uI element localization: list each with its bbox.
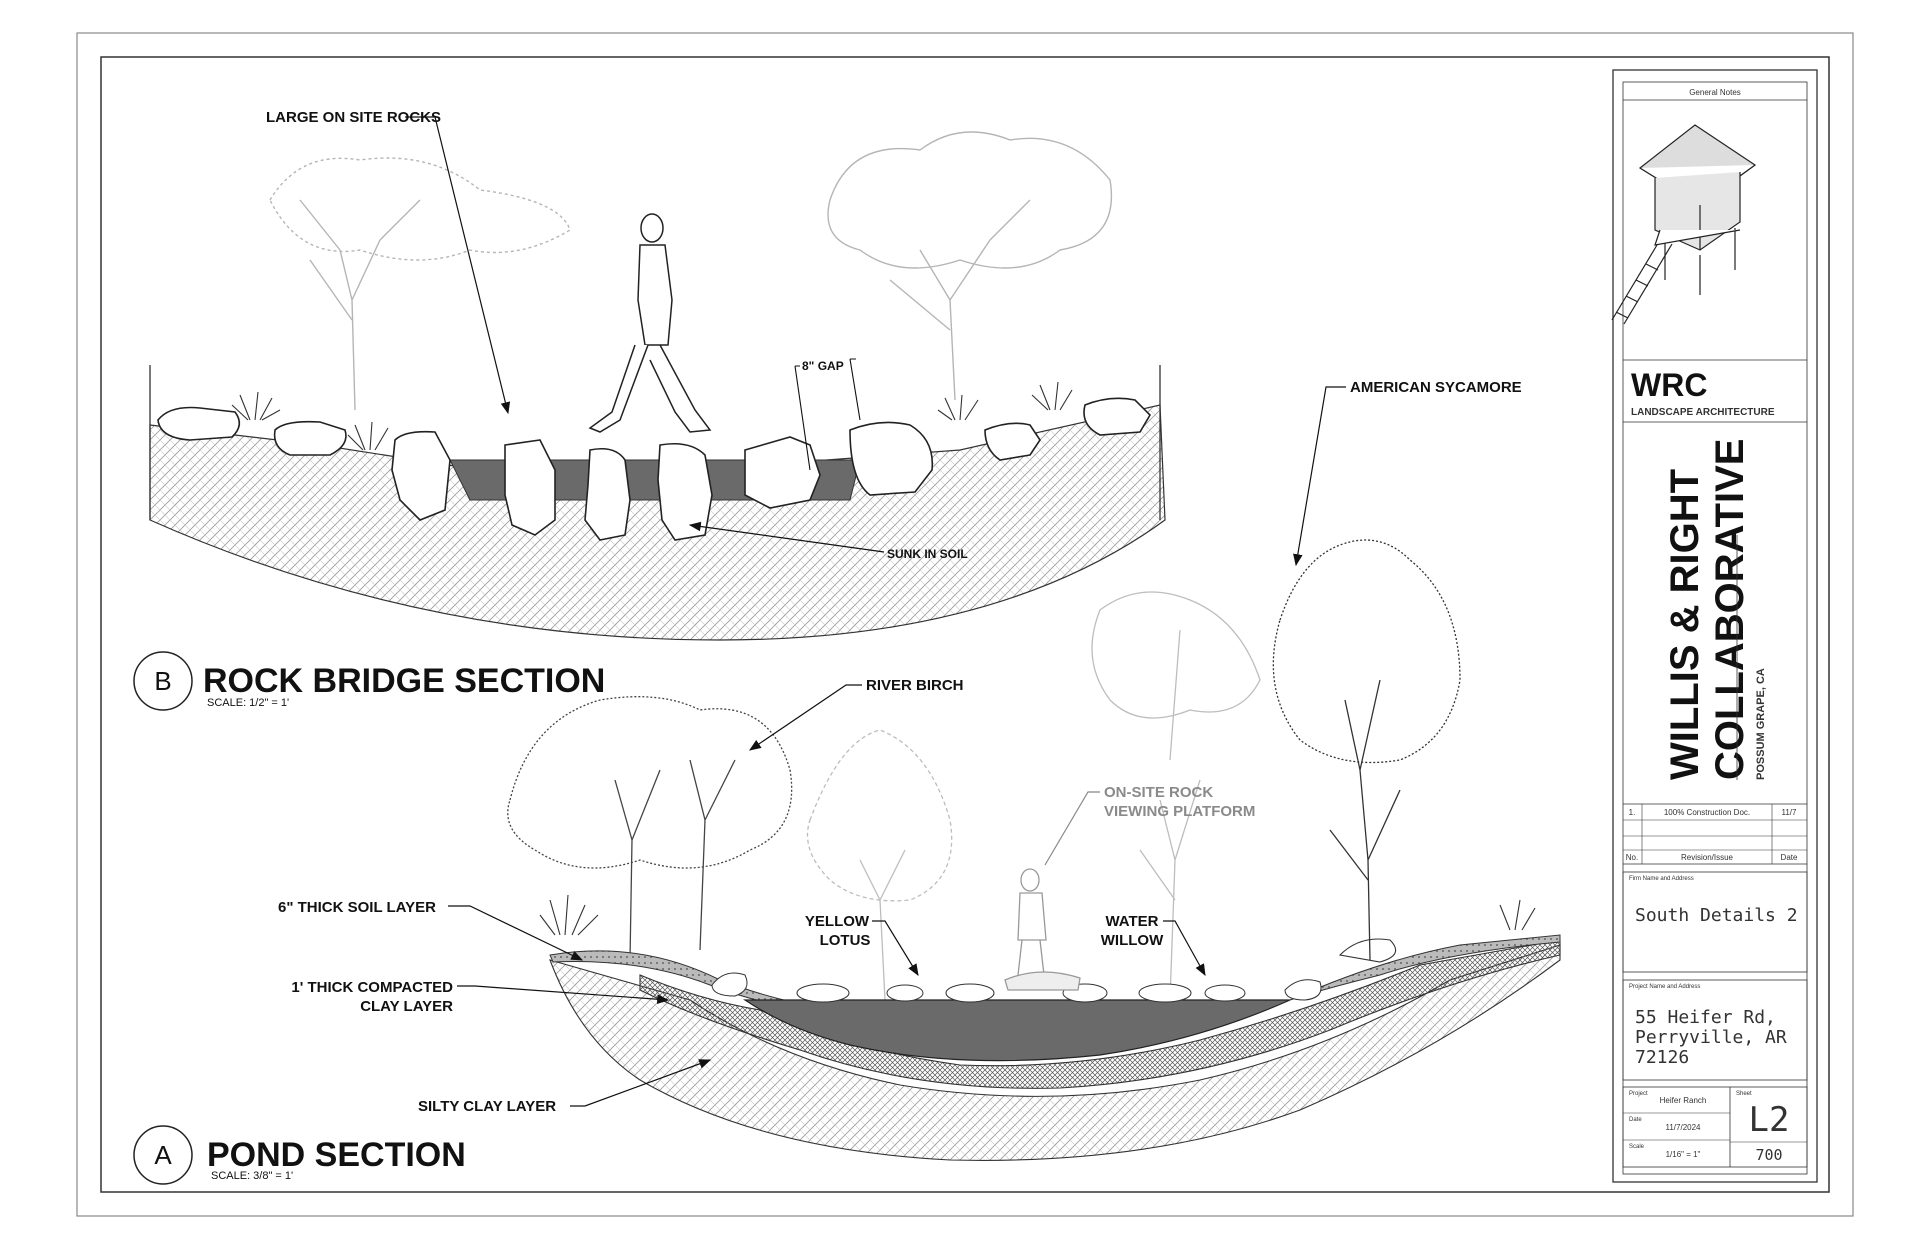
- callout-river-birch: RIVER BIRCH: [866, 677, 964, 694]
- american-sycamore-tree: [1272, 539, 1461, 961]
- address-line1: 55 Heifer Rd,: [1635, 1007, 1776, 1028]
- section-bubble-b-label: B: [154, 666, 171, 696]
- sheet-sub-number: 700: [1755, 1146, 1782, 1164]
- background-trees-pond: [806, 591, 1261, 1001]
- inner-border: [100, 56, 1830, 1193]
- callout-silty-clay: SILTY CLAY LAYER: [418, 1098, 556, 1115]
- callout-soil-layer: 6" THICK SOIL LAYER: [278, 899, 436, 916]
- scale-key: Scale: [1629, 1144, 1645, 1150]
- callout-willow-line2: WILLOW: [1101, 932, 1164, 949]
- pond-section-drawing: [507, 539, 1561, 1161]
- callout-gap: 8" GAP: [802, 359, 844, 373]
- pond-scale: SCALE: 3/8" = 1': [211, 1170, 293, 1182]
- date-key: Date: [1629, 1117, 1642, 1123]
- callout-willow-line1: WATER: [1105, 913, 1158, 930]
- firm-location: POSSUM GRAPE, CA: [1755, 668, 1767, 780]
- title-block: General Notes WRC LANDSCAPE ARCHITECTURE…: [1611, 69, 1818, 1183]
- sheet-number: L2: [1749, 1100, 1790, 1140]
- project-name-address-label: Project Name and Address: [1629, 984, 1700, 990]
- callout-platform-line1: ON-SITE ROCK: [1104, 784, 1213, 801]
- callout-large-rocks: LARGE ON SITE ROCKS: [266, 109, 441, 126]
- firm-name-address-label: Firm Name and Address: [1629, 876, 1694, 882]
- date-value: 11/7/2024: [1666, 1123, 1702, 1132]
- revision-number: 1.: [1629, 808, 1636, 817]
- scale-value: 1/16" = 1": [1666, 1150, 1701, 1159]
- river-birch-tree: [507, 696, 793, 961]
- section-bubble-a: [133, 1125, 193, 1185]
- section-bubble-a-label: A: [154, 1140, 172, 1170]
- project-key: Project: [1629, 1091, 1648, 1097]
- revision-header-no: No.: [1626, 853, 1638, 862]
- rock-bridge-scale: SCALE: 1/2" = 1': [207, 697, 289, 709]
- sheet-key: Sheet: [1736, 1091, 1752, 1097]
- address-line3: 72126: [1635, 1047, 1689, 1068]
- address-line2: Perryville, AR: [1635, 1027, 1787, 1048]
- callout-lotus-line1: YELLOW: [805, 913, 870, 930]
- callout-lotus-line2: LOTUS: [820, 932, 871, 949]
- pond-callouts: AMERICAN SYCAMORE RIVER BIRCH ON-SITE RO…: [278, 379, 1522, 1115]
- wrc-subtitle: LANDSCAPE ARCHITECTURE: [1631, 407, 1775, 418]
- sheet-title: South Details 2: [1635, 905, 1798, 926]
- treehouse-logo-icon: [1611, 124, 1757, 325]
- firm-name-vertical: WILLIS & RIGHT COLLABORATIVE POSSUM GRAP…: [1663, 439, 1767, 780]
- pond-title: POND SECTION: [207, 1136, 466, 1174]
- callout-american-sycamore: AMERICAN SYCAMORE: [1350, 379, 1522, 396]
- callout-clay-line1: 1' THICK COMPACTED: [291, 979, 453, 996]
- general-notes-label: General Notes: [1689, 88, 1741, 97]
- background-tree-right: [827, 131, 1113, 401]
- firm-name-line2: COLLABORATIVE: [1708, 439, 1752, 780]
- project-value: Heifer Ranch: [1660, 1096, 1707, 1105]
- revision-header-date: Date: [1781, 853, 1798, 862]
- outer-border: [76, 32, 1854, 1217]
- rock-bridge-title-block: B ROCK BRIDGE SECTION SCALE: 1/2" = 1': [133, 651, 605, 711]
- firm-name-line1: WILLIS & RIGHT: [1663, 469, 1707, 780]
- section-bubble-b: [133, 651, 193, 711]
- background-tree-left: [269, 157, 571, 411]
- person-on-platform: [1004, 868, 1081, 991]
- revision-date: 11/7: [1782, 808, 1798, 817]
- callout-sunk-in-soil: SUNK IN SOIL: [887, 547, 968, 561]
- rock-bridge-title: ROCK BRIDGE SECTION: [203, 662, 605, 700]
- person-figure: [588, 213, 712, 433]
- rock-bridge-callouts: LARGE ON SITE ROCKS 8" GAP SUNK IN SOIL: [266, 109, 968, 561]
- callout-clay-line2: CLAY LAYER: [360, 998, 453, 1015]
- pond-title-block: A POND SECTION SCALE: 3/8" = 1': [133, 1125, 466, 1185]
- rock-bridge-section-drawing: [149, 131, 1166, 641]
- revision-header-desc: Revision/Issue: [1681, 853, 1734, 862]
- revision-description: 100% Construction Doc.: [1664, 808, 1750, 817]
- wrc-logo-text: WRC: [1631, 367, 1707, 403]
- callout-platform-line2: VIEWING PLATFORM: [1104, 803, 1255, 820]
